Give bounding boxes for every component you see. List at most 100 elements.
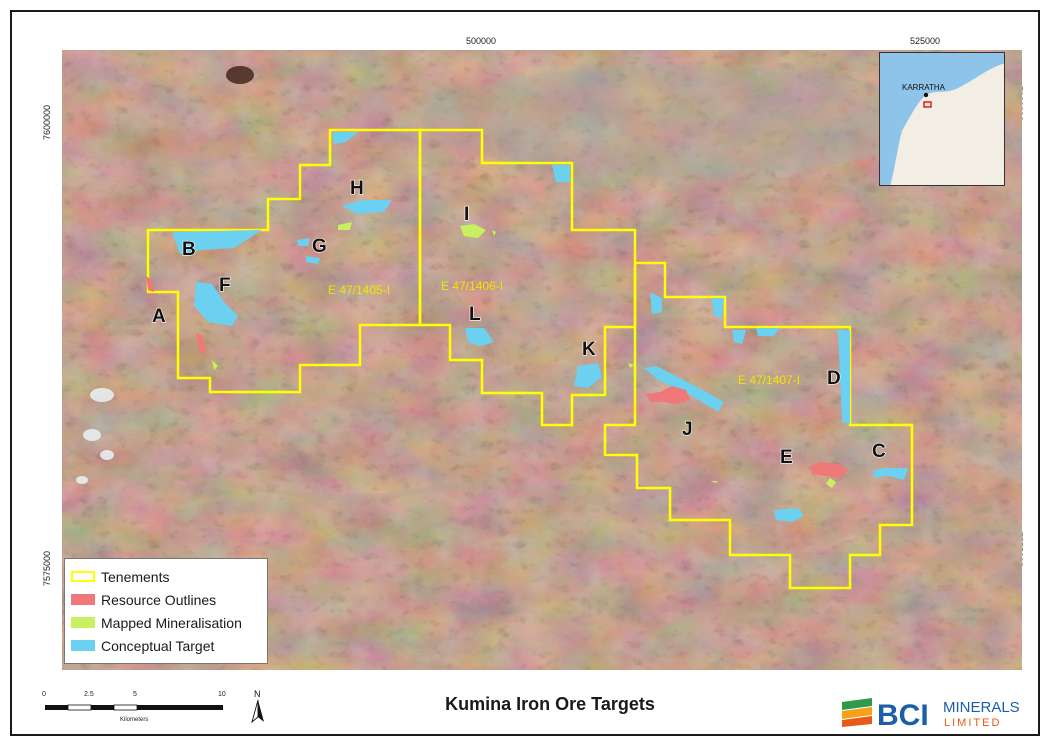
logo-bci-text: BCI [877, 699, 929, 730]
legend-swatch-mapped [71, 617, 95, 628]
tenement-e47-1405[interactable] [146, 128, 422, 394]
conceptual-target-c[interactable] [874, 468, 908, 480]
logo-minerals-text: MINERALS [943, 699, 1020, 716]
conceptual-target-d[interactable] [838, 330, 850, 424]
conceptual-target-g-2[interactable] [306, 256, 320, 264]
coord-top-500000: 500000 [466, 36, 497, 46]
resource-outlines[interactable] [146, 276, 848, 478]
conceptual-target-1407-nw-2[interactable] [712, 298, 724, 318]
white-salt-pans [76, 388, 114, 484]
scale-seg-1 [45, 705, 68, 710]
legend-swatch-resource [71, 594, 95, 605]
target-label-h[interactable]: H [349, 177, 364, 199]
inset-ocean [880, 53, 1004, 185]
scale-seg-4 [113, 704, 138, 711]
inset-karratha-label: KARRATHA [902, 83, 946, 92]
river-floodplain [422, 65, 942, 175]
mapped-mineralisation-f[interactable] [212, 360, 218, 370]
conceptual-target-g-1[interactable] [297, 238, 310, 246]
target-label-a[interactable]: A [151, 305, 166, 327]
target-label-f[interactable]: F [218, 274, 231, 296]
scale-tick-0: 0 [42, 691, 46, 698]
tenement-labels: E 47/1405-I E 47/1406-I E 47/1407-I [328, 279, 800, 387]
target-label-g[interactable]: G [311, 235, 327, 257]
mapped-mineralisation-g[interactable] [338, 222, 352, 230]
conceptual-target-f[interactable] [194, 282, 238, 326]
tenement-label-1407[interactable]: E 47/1407-I [738, 373, 800, 387]
legend-label-tenements: Tenements [101, 568, 170, 585]
bci-logo-mark-icon [842, 698, 872, 727]
conceptual-target-j[interactable] [644, 366, 724, 412]
conceptual-target-e-south[interactable] [774, 508, 804, 522]
tenement-e47-1406[interactable] [418, 128, 637, 427]
legend-swatch-tenements [71, 571, 95, 582]
conceptual-targets[interactable] [172, 132, 908, 522]
karratha-point [923, 92, 929, 98]
legend-label-mapped: Mapped Mineralisation [101, 614, 242, 631]
inset-project-box [923, 101, 932, 108]
scale-seg-2 [67, 704, 92, 711]
target-label-e[interactable]: E [779, 446, 793, 468]
coord-left-7600000: 7600000 [42, 104, 52, 140]
scale-tick-10: 10 [218, 691, 226, 698]
scale-tick-5: 5 [133, 691, 137, 698]
logo-limited-text: LIMITED [944, 717, 1001, 729]
tenement-boundaries[interactable] [146, 128, 914, 590]
target-label-i[interactable]: I [463, 203, 469, 225]
conceptual-target-l[interactable] [465, 328, 494, 346]
bci-minerals-logo: BCI MINERALS LIMITED [842, 698, 1020, 730]
target-label-d[interactable]: D [826, 367, 841, 389]
mapped-mineralisation-mid[interactable] [710, 481, 718, 483]
target-label-k[interactable]: K [581, 338, 596, 360]
target-label-l[interactable]: L [468, 303, 481, 325]
legend-item-resource: Resource Outlines [71, 588, 261, 611]
conceptual-target-h[interactable] [342, 200, 392, 214]
target-label-c[interactable]: C [871, 440, 886, 462]
mapped-mineralisation[interactable] [212, 222, 836, 488]
mapped-mineralisation-i[interactable] [460, 224, 486, 238]
legend-label-conceptual: Conceptual Target [101, 637, 215, 654]
scale-seg-3 [91, 705, 114, 710]
resource-outline-a[interactable] [146, 276, 154, 292]
resource-outline-e[interactable] [810, 462, 848, 478]
conceptual-target-1407-nw-1[interactable] [650, 292, 662, 314]
conceptual-target-1407-n[interactable] [732, 330, 746, 344]
target-label-j[interactable]: J [681, 418, 693, 440]
inset-map-graphic: KARRATHA [880, 53, 1004, 185]
conceptual-target-top-1406[interactable] [552, 165, 570, 182]
coord-left-7575000: 7575000 [42, 550, 52, 586]
mapped-mineralisation-i-east[interactable] [492, 230, 496, 236]
inset-locator-map[interactable]: KARRATHA [879, 52, 1005, 186]
coord-top-525000: 525000 [910, 36, 941, 46]
resource-outline-j[interactable] [646, 386, 690, 404]
tenement-e47-1407[interactable] [603, 261, 914, 590]
legend-item-mapped: Mapped Mineralisation [71, 611, 261, 634]
map-title: Kumina Iron Ore Targets [445, 694, 655, 714]
mapped-mineralisation-e[interactable] [826, 478, 836, 488]
conceptual-target-b[interactable] [172, 230, 262, 254]
map-legend: Tenements Resource Outlines Mapped Miner… [64, 558, 268, 664]
conceptual-target-k[interactable] [574, 363, 602, 388]
mapped-mineralisation-1407[interactable] [628, 363, 634, 368]
north-label: N [254, 689, 261, 699]
tenement-label-1406[interactable]: E 47/1406-I [441, 279, 503, 293]
legend-label-resource: Resource Outlines [101, 591, 217, 608]
north-arrow-left [251, 699, 259, 724]
scale-seg-5 [137, 705, 223, 710]
north-arrow-right [258, 700, 264, 722]
legend-swatch-conceptual [71, 640, 95, 651]
target-labels: A B C D E F G H I J K L [151, 177, 886, 468]
scale-unit-label: Kilometers [120, 717, 148, 723]
dark-hill [226, 66, 254, 84]
scale-tick-2-5: 2.5 [84, 691, 94, 698]
conceptual-target-top-1405[interactable] [332, 132, 358, 144]
legend-item-tenements: Tenements [71, 565, 261, 588]
legend-item-conceptual: Conceptual Target [71, 634, 261, 657]
conceptual-target-1407-ne[interactable] [756, 328, 780, 336]
tenement-label-1405[interactable]: E 47/1405-I [328, 283, 390, 297]
north-arrow-icon: N [251, 689, 264, 724]
target-label-b[interactable]: B [181, 238, 196, 260]
resource-outline-a-south[interactable] [196, 332, 206, 354]
creek-channel [62, 469, 1022, 573]
scale-bar: 0 2.5 5 10 Kilometers [42, 691, 226, 723]
